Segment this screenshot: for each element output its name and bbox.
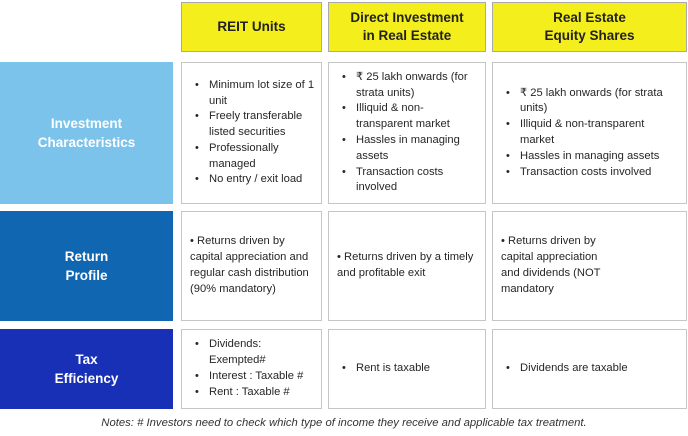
row-label-return-profile: Return Profile	[0, 211, 173, 321]
cell-direct-tax: Rent is taxable	[328, 329, 486, 409]
header-direct-investment: Direct Investment in Real Estate	[328, 2, 486, 52]
bullet-list: Rent is taxable	[337, 361, 479, 377]
list-item: Dividends: Exempted#	[190, 337, 315, 369]
list-item: Transaction costs involved	[337, 165, 479, 197]
cell-text: • Returns driven by capital appreciation…	[501, 235, 601, 295]
cell-reit-investment: Minimum lot size of 1 unit Freely transf…	[181, 62, 322, 204]
cell-direct-return: • Returns driven by a timely and profita…	[328, 211, 486, 321]
list-item: ₹ 25 lakh onwards (for strata units)	[501, 86, 680, 118]
cell-reit-tax: Dividends: Exempted# Interest : Taxable …	[181, 329, 322, 409]
cell-equity-tax: Dividends are taxable	[492, 329, 687, 409]
list-item: ₹ 25 lakh onwards (for strata units)	[337, 70, 479, 102]
list-item: Interest : Taxable #	[190, 369, 315, 385]
list-item: Hassles in managing assets	[501, 149, 680, 165]
list-item: Rent : Taxable #	[190, 385, 315, 401]
list-item: Dividends are taxable	[501, 361, 680, 377]
list-item: No entry / exit load	[190, 172, 315, 188]
list-item: Transaction costs involved	[501, 165, 680, 181]
bullet-list: Dividends: Exempted# Interest : Taxable …	[190, 337, 315, 400]
cell-text: • Returns driven by a timely and profita…	[337, 251, 474, 279]
list-item: Illiquid & non-transparent market	[337, 101, 479, 133]
bullet-list: ₹ 25 lakh onwards (for strata units) Ill…	[337, 70, 479, 196]
list-item: Minimum lot size of 1 unit	[190, 78, 315, 110]
bullet-list: ₹ 25 lakh onwards (for strata units) Ill…	[501, 86, 680, 181]
header-equity-shares: Real Estate Equity Shares	[492, 2, 687, 52]
cell-equity-return: • Returns driven by capital appreciation…	[492, 211, 687, 321]
list-item: Illiquid & non-transparent market	[501, 117, 680, 149]
list-item: Professionally managed	[190, 141, 315, 173]
list-item: Hassles in managing assets	[337, 133, 479, 165]
cell-equity-investment: ₹ 25 lakh onwards (for strata units) Ill…	[492, 62, 687, 204]
bullet-list: Dividends are taxable	[501, 361, 680, 377]
row-label-investment-characteristics: Investment Characteristics	[0, 62, 173, 204]
footnote: Notes: # Investors need to check which t…	[101, 417, 587, 429]
header-reit-units: REIT Units	[181, 2, 322, 52]
cell-direct-investment: ₹ 25 lakh onwards (for strata units) Ill…	[328, 62, 486, 204]
cell-text: • Returns driven by capital appreciation…	[190, 235, 309, 295]
list-item: Rent is taxable	[337, 361, 479, 377]
cell-reit-return: • Returns driven by capital appreciation…	[181, 211, 322, 321]
list-item: Freely transferable listed securities	[190, 109, 315, 141]
row-label-tax-efficiency: Tax Efficiency	[0, 329, 173, 409]
bullet-list: Minimum lot size of 1 unit Freely transf…	[190, 78, 315, 189]
